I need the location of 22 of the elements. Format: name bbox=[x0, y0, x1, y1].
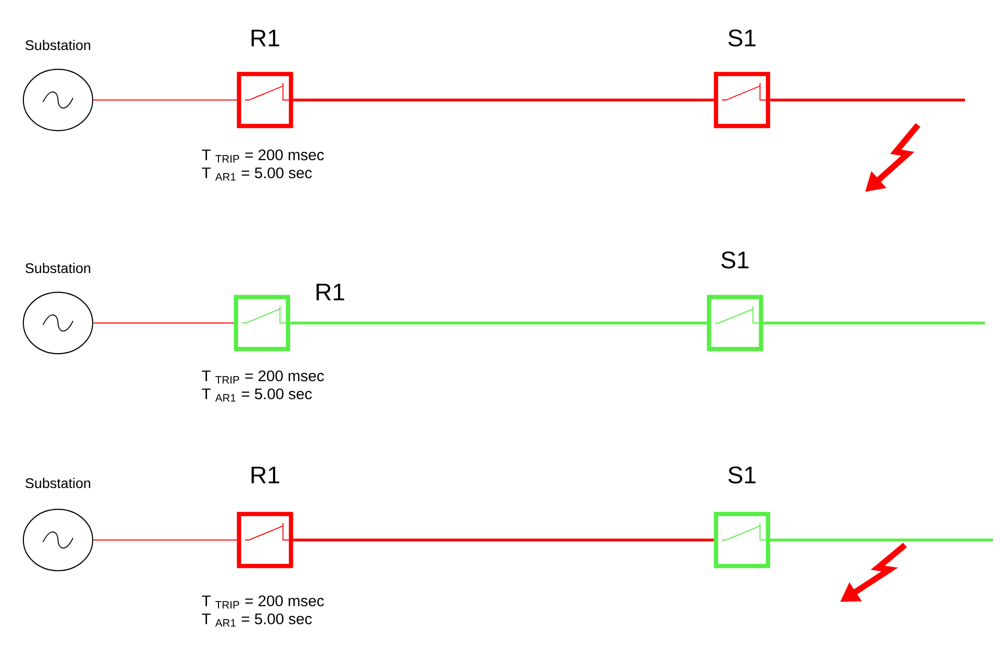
timing-label: T $_{AR1}$ = 5.00 sec bbox=[202, 167, 312, 181]
station-label: Substation bbox=[26, 40, 90, 50]
power-line bbox=[770, 98, 965, 102]
device-label: S1 bbox=[728, 29, 756, 46]
power-line bbox=[770, 538, 993, 542]
device-label: S1 bbox=[728, 466, 756, 484]
timing-label: T $_{TRIP}$ = 200 msec bbox=[202, 595, 324, 609]
power-line bbox=[92, 322, 234, 324]
device-label: S1 bbox=[721, 251, 748, 268]
timing-label: T $_{TRIP}$ = 200 msec bbox=[202, 149, 324, 163]
power-line bbox=[290, 322, 707, 324]
timing-label: T $_{AR1}$ = 5.00 sec bbox=[202, 388, 312, 402]
power-line bbox=[763, 322, 985, 324]
timing-label: T $_{TRIP}$ = 200 msec bbox=[202, 370, 324, 384]
station-label: Substation bbox=[26, 478, 90, 488]
device-label: R1 bbox=[252, 466, 280, 484]
power-line bbox=[293, 538, 714, 542]
timing-label: T $_{AR1}$ = 5.00 sec bbox=[202, 613, 312, 627]
device-label: R1 bbox=[252, 30, 280, 46]
power-line bbox=[293, 98, 714, 102]
station-label: Substation bbox=[26, 262, 90, 274]
device-label: R1 bbox=[316, 284, 344, 300]
